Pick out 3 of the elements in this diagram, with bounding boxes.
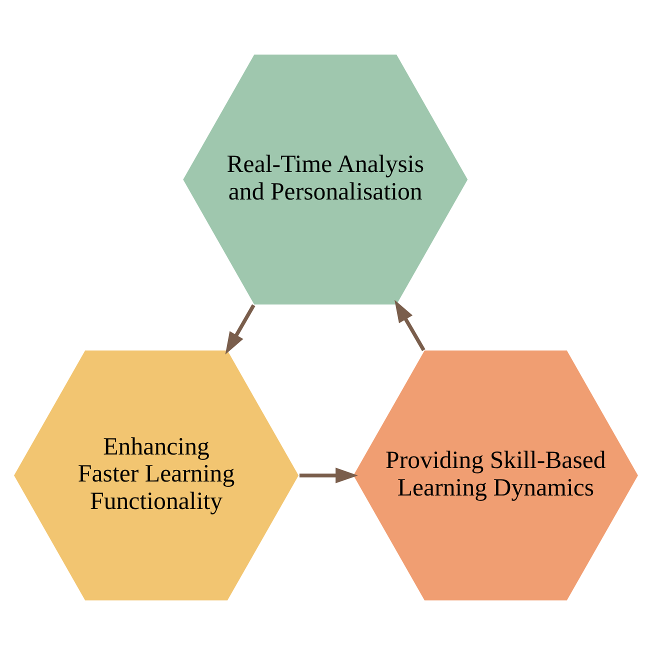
arrow bbox=[394, 299, 426, 351]
arrow bbox=[225, 304, 256, 354]
arrow bbox=[299, 467, 358, 483]
